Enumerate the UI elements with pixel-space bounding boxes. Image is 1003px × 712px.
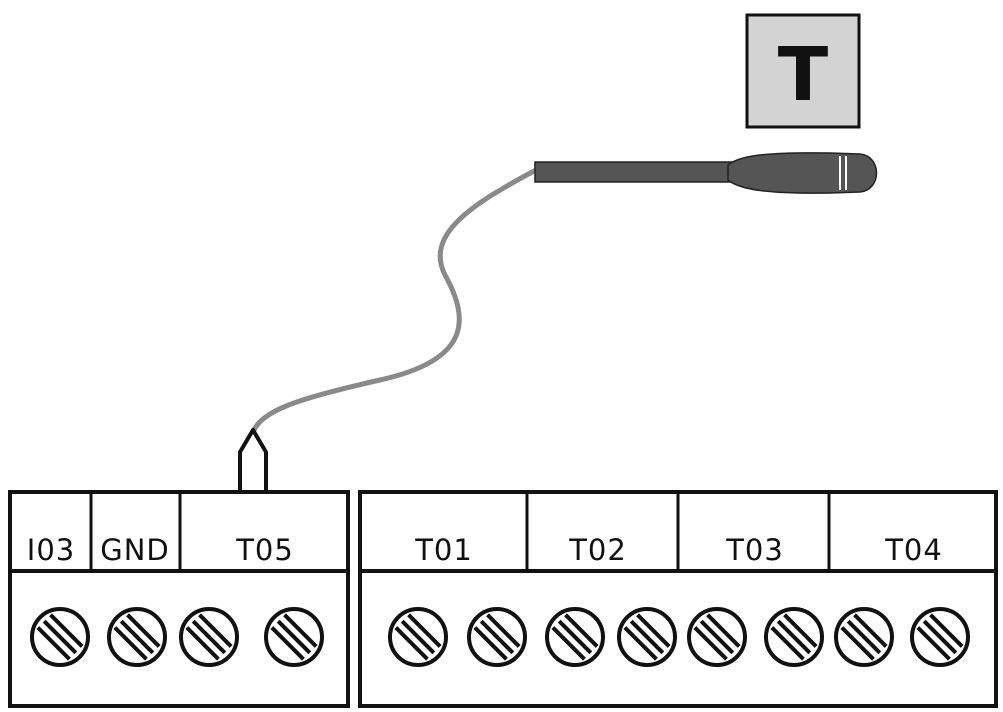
screw-slot-line (557, 619, 593, 655)
screw-slot-line (929, 613, 964, 648)
screw-slot-line (486, 613, 521, 648)
screw-slot-line (191, 619, 227, 655)
screw-slot-line (623, 626, 658, 661)
screw-terminal-right-1 (388, 607, 448, 667)
screw-slot-line (270, 626, 305, 661)
screw-slot-line (699, 619, 735, 655)
screw-slot-line (473, 626, 508, 661)
probe-shaft (534, 161, 736, 183)
screw-slot-line (198, 613, 233, 648)
screw-slot-line (407, 613, 442, 648)
probe-tip (727, 152, 878, 194)
screw-slot-line (564, 613, 599, 648)
screw-terminal-left-4 (264, 607, 324, 667)
wire-ferrule (238, 428, 268, 492)
screw-slot-line (49, 613, 84, 648)
terminal-label-t01: T01 (414, 533, 473, 567)
terminal-label-t03: T03 (725, 533, 784, 567)
screw-terminal-left-2 (107, 607, 167, 667)
terminal-label-t02: T02 (568, 533, 627, 567)
screw-slot-line (629, 619, 665, 655)
screw-slot-line (36, 626, 71, 661)
terminal-block-left: I03 GND T05 (8, 490, 350, 708)
screw-slot-line (783, 613, 818, 648)
screw-slot-line (706, 613, 741, 648)
terminal-label-gnd: GND (100, 533, 170, 567)
screw-slot-line (840, 626, 875, 661)
screw-slot-line (551, 626, 586, 661)
terminal-label-t04: T04 (884, 533, 943, 567)
screw-slot-line (113, 626, 148, 661)
screw-terminal-icon (30, 607, 324, 667)
screw-slot-line (394, 626, 429, 661)
screw-terminal-right-7 (834, 607, 894, 667)
probe-cable (250, 167, 539, 435)
terminal-label-t05: T05 (235, 533, 294, 567)
sensor-badge-box (745, 13, 861, 129)
screw-terminal-right-2 (467, 607, 527, 667)
screw-terminal-right-8 (910, 607, 970, 667)
screw-slot-line (126, 613, 161, 648)
screw-terminal-right-3 (545, 607, 605, 667)
screw-terminal-left-3 (179, 607, 239, 667)
screw-slot-line (479, 619, 515, 655)
sensor-badge-letter: T (778, 32, 829, 118)
screw-slot-line (283, 613, 318, 648)
screw-slot-line (185, 626, 220, 661)
screw-slot-line (916, 626, 951, 661)
sensor-badge: T (745, 13, 861, 129)
screw-slot-line (776, 619, 812, 655)
terminal-label-i03: I03 (27, 533, 75, 567)
screw-terminal-right-6 (764, 607, 824, 667)
screw-slot-line (693, 626, 728, 661)
screw-slot-line (770, 626, 805, 661)
temperature-probe-icon (534, 152, 878, 194)
screw-slot-line (276, 619, 312, 655)
screw-terminal-right-4 (617, 607, 677, 667)
screw-slot-line (636, 613, 671, 648)
screw-slot-line (400, 619, 436, 655)
terminal-block-right: T01 T02 T03 T04 (358, 490, 998, 708)
screw-slot-line (922, 619, 958, 655)
screw-slot-line (42, 619, 78, 655)
screw-slot-line (119, 619, 155, 655)
screw-slot-line (846, 619, 882, 655)
screw-terminal-left-1 (30, 607, 90, 667)
screw-terminal-right-5 (687, 607, 747, 667)
screw-terminal-icon (388, 607, 970, 667)
screw-slot-line (853, 613, 888, 648)
